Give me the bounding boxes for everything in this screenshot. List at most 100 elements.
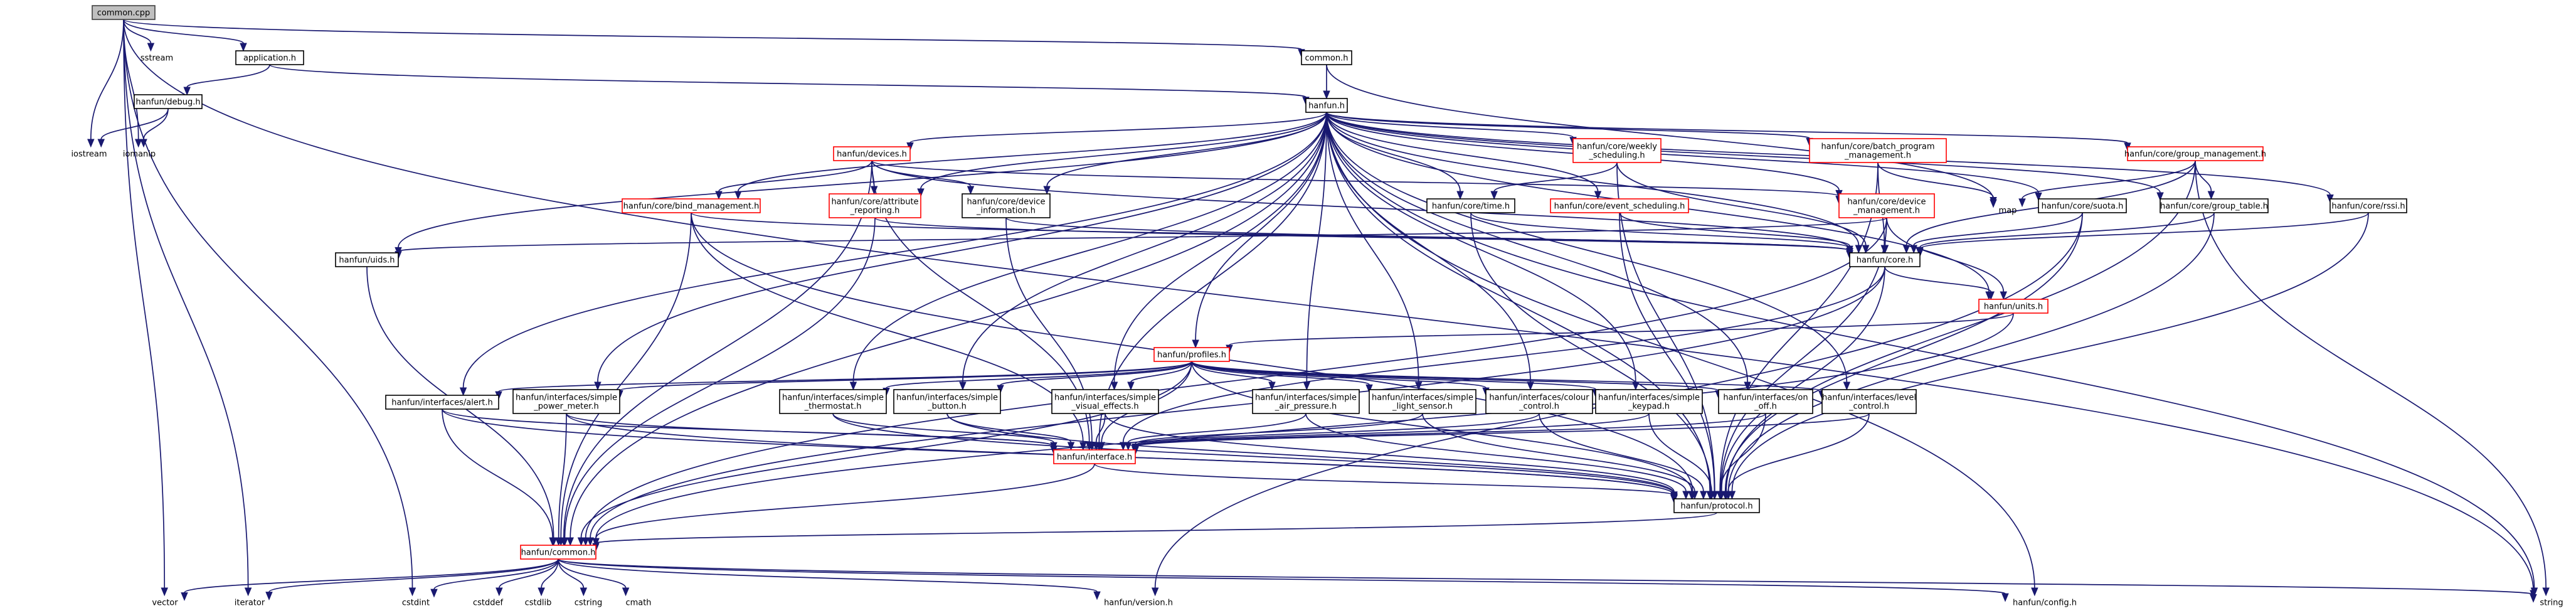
edge-line — [1191, 361, 1370, 386]
edge-hanfun_h-to-hanfun_core_time — [1326, 112, 1464, 200]
edge-common_cpp-to-cstdint — [123, 19, 416, 597]
edge-arrowhead — [1708, 491, 1715, 500]
node-hanfun-devices-h[interactable]: hanfun/devices.h — [833, 146, 911, 161]
node-label: hanfun/core/device — [1847, 198, 1926, 207]
node-hanfun-core-event[interactable]: hanfun/core/event_scheduling.h — [1550, 198, 1689, 213]
edge-arrowhead — [1910, 245, 1917, 254]
node-hanfun-core-device-info[interactable]: hanfun/core/device_information.h — [962, 193, 1051, 218]
node-if-on-off[interactable]: hanfun/interfaces/on_off.h — [1718, 389, 1813, 414]
edge-line — [100, 108, 169, 140]
edge-hanfun_devices_h-to-hanfun_core_bind — [715, 160, 872, 200]
edge-line — [1919, 212, 2215, 248]
node-if-keypad[interactable]: hanfun/interfaces/simple_keypad.h — [1595, 389, 1703, 414]
node-hanfun-debug-h[interactable]: hanfun/debug.h — [134, 94, 203, 109]
edge-line — [123, 19, 2534, 591]
edge-line — [566, 413, 1054, 447]
edge-arrowhead — [1092, 442, 1100, 451]
edge-arrowhead — [1724, 491, 1732, 500]
edge-line — [184, 558, 559, 594]
edge-line — [1326, 112, 2035, 589]
edge-arrowhead — [2000, 291, 2007, 301]
edge-line — [1191, 361, 1823, 392]
node-label: cstddef — [473, 599, 504, 608]
node-hanfun-interface-h[interactable]: hanfun/interface.h — [1053, 449, 1136, 464]
node-label: hanfun/interfaces/level — [1822, 393, 1916, 403]
edge-line — [558, 413, 567, 538]
node-if-simple-button[interactable]: hanfun/interfaces/simple_button.h — [893, 389, 1001, 414]
edge-line — [558, 558, 585, 589]
edge-arrowhead — [1067, 442, 1075, 451]
node-map: map — [1999, 206, 2017, 216]
edge-hanfun_core_group_table-to-hanfun_protocol_h — [1724, 212, 2215, 500]
node-if-simple-visual[interactable]: hanfun/interfaces/simple_visual_effects.… — [1051, 389, 1159, 414]
node-box — [520, 545, 596, 560]
node-label: cstring — [575, 599, 602, 608]
node-if-simple-air[interactable]: hanfun/interfaces/simple_air_pressure.h — [1252, 389, 1360, 414]
node-hanfun-core-attr-reporting[interactable]: hanfun/core/attribute_reporting.h — [829, 193, 921, 218]
node-label: hanfun/common.h — [521, 548, 596, 558]
edge-arrowhead — [1151, 587, 1159, 597]
node-hanfun-core-group-mgmt[interactable]: hanfun/core/group_management.h — [2124, 146, 2266, 161]
edge-line — [595, 512, 1717, 544]
edge-arrowhead — [566, 537, 574, 546]
node-box — [1821, 389, 1917, 414]
node-hanfun-core-device-mgmt[interactable]: hanfun/core/device_management.h — [1838, 193, 1935, 218]
edge-line — [268, 558, 559, 593]
edge-hanfun_common_h-to-iterator — [265, 558, 559, 600]
node-hanfun-core-rssi[interactable]: hanfun/core/rssi.h — [2330, 198, 2407, 213]
node-hanfun-units-h[interactable]: hanfun/units.h — [1978, 299, 2049, 314]
edge-line — [1005, 217, 1850, 252]
node-hanfun-h[interactable]: hanfun.h — [1305, 98, 1348, 113]
edge-line — [1326, 112, 1748, 383]
node-hanfun-core-group-table[interactable]: hanfun/core/group_table.h — [2160, 198, 2269, 213]
edge-hanfun_core_rssi-to-hanfun_core_h — [1916, 212, 2369, 257]
node-label: hanfun/core/batch_program — [1821, 142, 1934, 152]
node-common-h[interactable]: common.h — [1301, 50, 1352, 65]
node-hanfun-core-time[interactable]: hanfun/core/time.h — [1426, 198, 1515, 213]
node-common-cpp[interactable]: common.cpp — [92, 5, 156, 20]
node-hanfun-core-batch[interactable]: hanfun/core/batch_program_management.h — [1809, 138, 1947, 163]
edge-arrowhead — [580, 587, 588, 597]
node-label: _scheduling.h — [1588, 151, 1645, 161]
edge-line — [558, 558, 1098, 592]
node-if-level[interactable]: hanfun/interfaces/level_control.h — [1821, 389, 1917, 414]
edge-arrowhead — [1490, 191, 1498, 200]
edge-hanfun_common_h-to-cstddef — [496, 558, 559, 597]
node-label: hanfun/interfaces/alert.h — [391, 398, 492, 408]
node-hanfun-uids-h[interactable]: hanfun/uids.h — [335, 252, 399, 267]
edge-hanfun_core_suota-to-hanfun_core_h — [1910, 212, 2083, 254]
node-if-simple-power-meter[interactable]: hanfun/interfaces/simple_power_meter.h — [512, 389, 620, 414]
edge-arrowhead — [2530, 587, 2538, 597]
node-hanfun-core-bind[interactable]: hanfun/core/bind_management.h — [622, 198, 761, 213]
node-label: hanfun/debug.h — [135, 98, 200, 107]
node-hanfun-core-suota[interactable]: hanfun/core/suota.h — [2038, 198, 2127, 213]
edge-line — [1727, 413, 1870, 492]
edge-hanfun_core_bind-to-hanfun_common_h — [557, 212, 692, 546]
edge-if_simple_light-to-hanfun_interface_h — [1132, 413, 1423, 452]
edge-arrowhead — [87, 139, 95, 148]
node-if-simple-light[interactable]: hanfun/interfaces/simple_light_sensor.h — [1369, 389, 1476, 414]
edge-if_colour-to-hanfun_protocol_h — [1539, 413, 1707, 500]
edge-hanfun_h-to-hanfun_common_h — [566, 112, 1327, 546]
node-label: string — [2540, 599, 2563, 608]
node-box — [1252, 389, 1360, 414]
edge-line — [123, 19, 249, 589]
node-sstream: sstream — [140, 54, 173, 63]
node-if-simple-thermostat[interactable]: hanfun/interfaces/simple_thermostat.h — [779, 389, 887, 414]
node-application-h[interactable]: application.h — [235, 50, 304, 65]
edge-line — [585, 217, 1887, 538]
node-hanfun-protocol-h[interactable]: hanfun/protocol.h — [1673, 498, 1760, 513]
node-hanfun-core-h[interactable]: hanfun/core.h — [1849, 252, 1921, 267]
edge-common_cpp-to-sstream — [123, 19, 155, 52]
edge-line — [718, 160, 872, 192]
edge-line — [595, 463, 1095, 539]
node-hanfun-common-h[interactable]: hanfun/common.h — [520, 545, 596, 560]
edge-arrowhead — [1990, 197, 1997, 206]
node-label: _light_sensor.h — [1392, 402, 1453, 412]
node-label: hanfun/devices.h — [837, 150, 907, 159]
node-hanfun-profiles-h[interactable]: hanfun/profiles.h — [1153, 347, 1230, 362]
node-if-alert[interactable]: hanfun/interfaces/alert.h — [385, 395, 499, 410]
edge-hanfun_core_device_mgmt-to-hanfun_uids_h — [395, 217, 1887, 260]
node-if-colour[interactable]: hanfun/interfaces/colour_control.h — [1485, 389, 1593, 414]
node-hanfun-core-weekly[interactable]: hanfun/core/weekly_scheduling.h — [1572, 138, 1662, 163]
